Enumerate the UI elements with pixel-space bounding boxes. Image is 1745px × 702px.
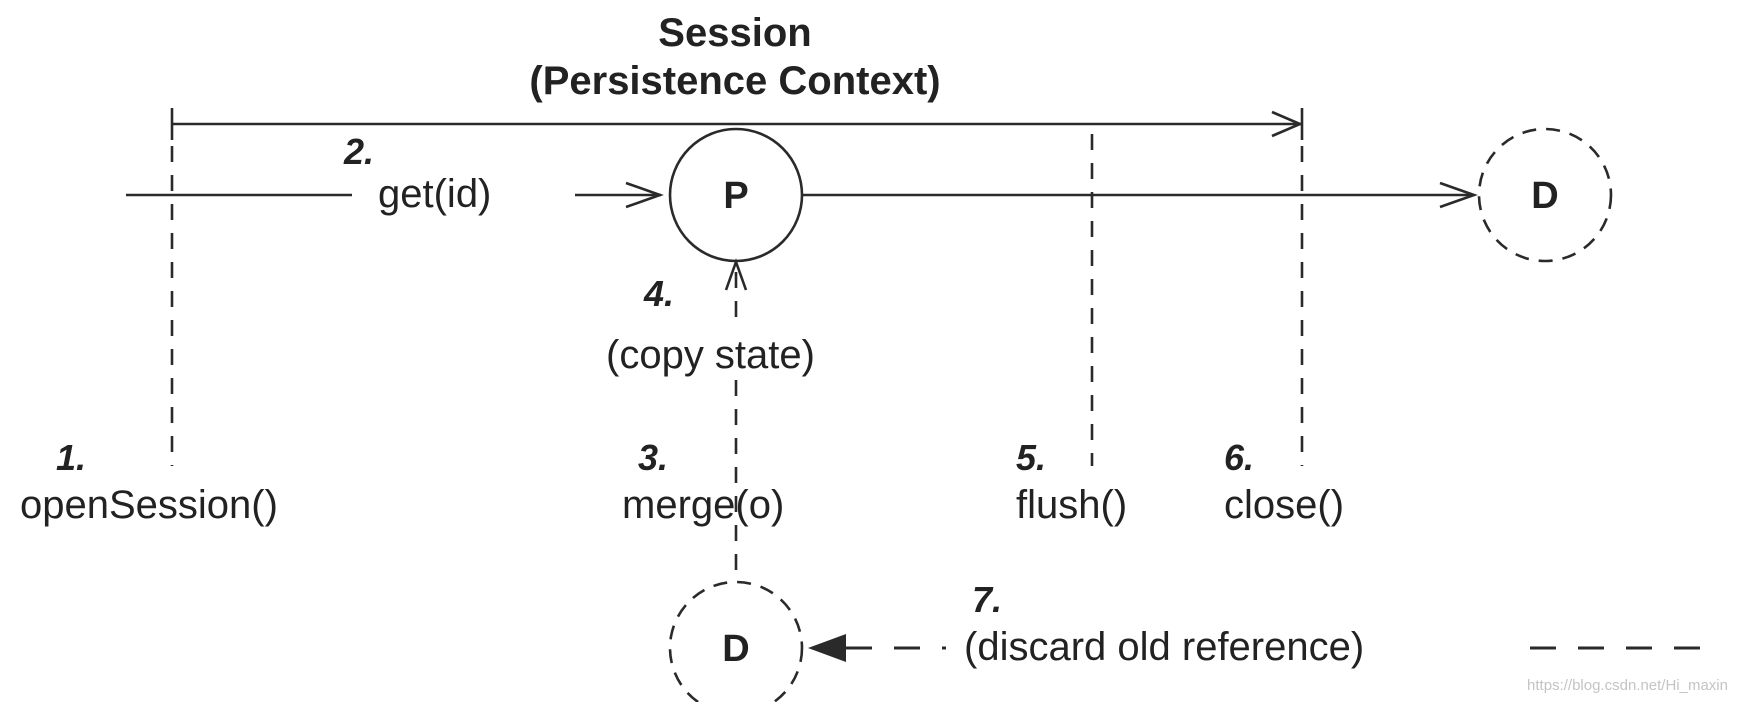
watermark-text: https://blog.csdn.net/Hi_maxin (1527, 677, 1728, 694)
session-span-bar (170, 108, 1304, 140)
step-5-label: flush() (1016, 483, 1127, 527)
copy-state-arrow-head (724, 258, 748, 291)
step-7-label: (discard old reference) (964, 625, 1364, 669)
detached-node-bottom: D (668, 580, 804, 702)
step-1-label: openSession() (20, 483, 278, 527)
get-arrow-head (625, 181, 664, 209)
step-4-number: 4. (643, 273, 674, 314)
detach-arrow-head (1439, 181, 1478, 209)
step-1-number: 1. (56, 437, 86, 478)
step-3-number: 3. (638, 437, 668, 478)
step-6-number: 6. (1224, 437, 1254, 478)
detached-node-bottom-label: D (722, 628, 749, 670)
detached-node-right-label: D (1531, 175, 1558, 217)
step-2-label: get(id) (378, 172, 491, 216)
step-4-label: (copy state) (606, 333, 815, 377)
step-5-number: 5. (1016, 437, 1046, 478)
persistent-node: P (668, 127, 804, 263)
persistent-node-label: P (723, 175, 748, 217)
step-3-label: merge(o) (622, 483, 784, 527)
step-7-number: 7. (972, 579, 1002, 620)
step-6-label: close() (1224, 483, 1344, 527)
detached-node-right: D (1477, 127, 1613, 263)
diagram-title-line1: Session (658, 11, 811, 55)
step-2-number: 2. (343, 131, 374, 172)
diagram-title-line2: (Persistence Context) (529, 59, 940, 103)
discard-arrow-head (808, 634, 846, 662)
